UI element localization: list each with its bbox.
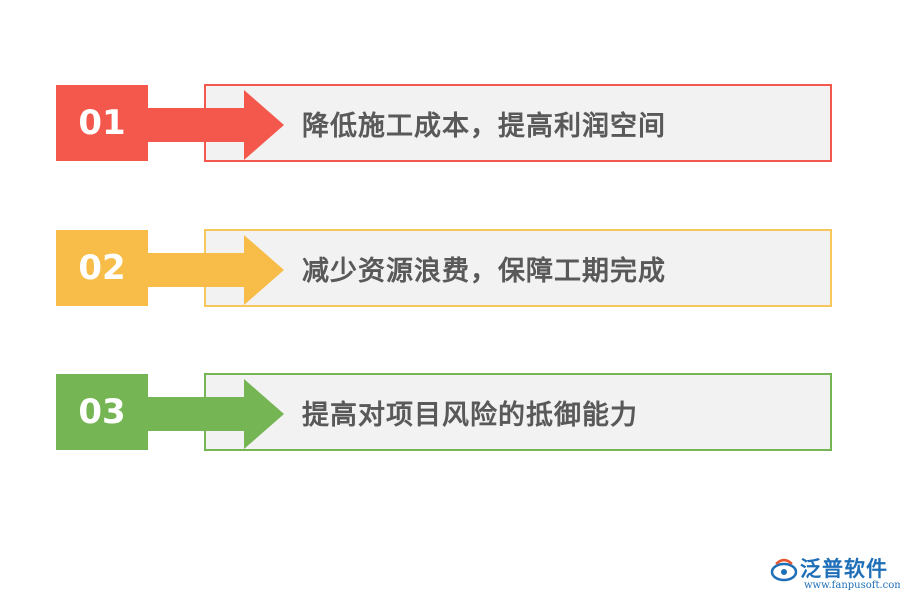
list-item-2: 减少资源浪费，保障工期完成 02 — [56, 229, 832, 307]
item-text: 减少资源浪费，保障工期完成 — [302, 255, 666, 287]
logo-url: www.fanpusoft.com — [804, 580, 900, 591]
brand-logo: 泛普软件 www.fanpusoft.com — [770, 553, 900, 593]
arrow-right-icon — [144, 90, 284, 160]
item-text: 提高对项目风险的抵御能力 — [302, 399, 638, 431]
item-text-box: 提高对项目风险的抵御能力 — [204, 373, 832, 451]
item-text-box: 减少资源浪费，保障工期完成 — [204, 229, 832, 307]
item-number-badge: 01 — [56, 85, 148, 161]
item-text: 降低施工成本，提高利润空间 — [302, 110, 666, 142]
logo-name: 泛普软件 — [800, 557, 888, 581]
arrow-right-icon — [144, 235, 284, 305]
item-number-badge: 03 — [56, 374, 148, 450]
logo-mark-icon — [770, 558, 798, 582]
list-item-3: 提高对项目风险的抵御能力 03 — [56, 373, 832, 451]
item-text-box: 降低施工成本，提高利润空间 — [204, 84, 832, 162]
list-item-1: 降低施工成本，提高利润空间 01 — [56, 84, 832, 162]
arrow-right-icon — [144, 379, 284, 449]
item-number-badge: 02 — [56, 230, 148, 306]
